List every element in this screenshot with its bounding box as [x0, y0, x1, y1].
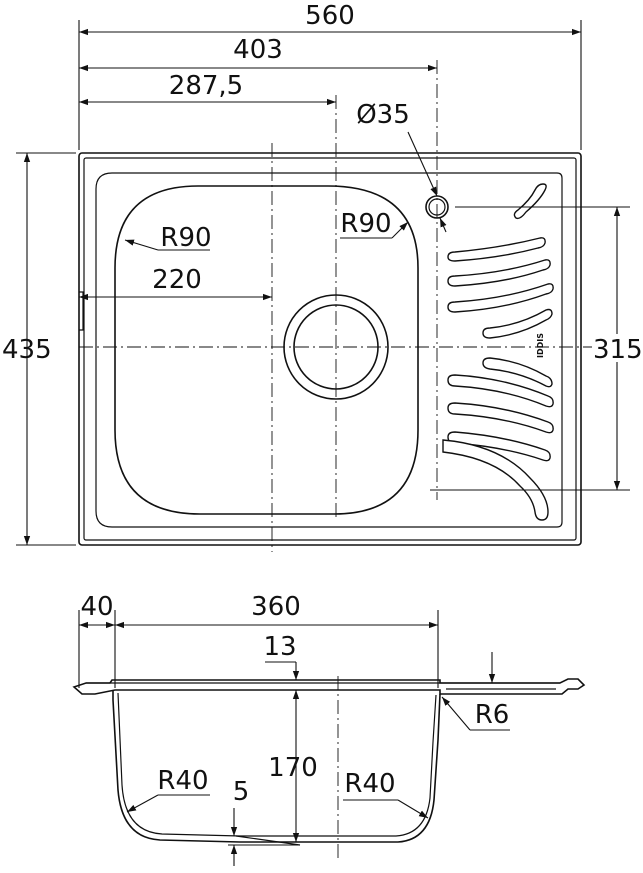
dim-560-label: 560 — [305, 1, 355, 31]
dim-287-label: 287,5 — [169, 71, 243, 101]
dim-d35-leader — [407, 131, 438, 197]
r6-leader — [441, 696, 471, 731]
sink-outer-outline — [78, 152, 582, 546]
dim-170-label: 170 — [268, 753, 318, 783]
dim-315-bg — [592, 334, 642, 362]
bowl-section-outer — [112, 690, 441, 843]
top-view: IDDIS 560 403 287,5 Ø35 R90 — [2, 1, 643, 552]
dim-13-label: 13 — [263, 632, 296, 662]
dim-d35-label: Ø35 — [356, 100, 410, 130]
rim-notch — [79, 291, 84, 331]
brand-mark: IDDIS — [536, 333, 545, 358]
r40-right-leader — [397, 799, 429, 819]
r90-left-label: R90 — [160, 223, 211, 253]
side-view: 40 360 13 170 5 R40 R40 R6 — [72, 592, 586, 866]
dim-d35-leader-2 — [439, 217, 447, 233]
r6-label: R6 — [475, 700, 510, 730]
r90-right-label: R90 — [340, 209, 391, 239]
r40-left-label: R40 — [157, 766, 208, 796]
dim-5-label: 5 — [233, 777, 250, 807]
r90-left-leader — [124, 239, 159, 251]
sink-rim-outline — [83, 157, 577, 541]
flange-outline — [72, 678, 586, 695]
dim-403-label: 403 — [233, 35, 283, 65]
sink-deck-outline — [95, 172, 563, 528]
dim-40-label: 40 — [80, 592, 113, 622]
drain-bottom-slope — [235, 835, 301, 846]
dim-435-label: 435 — [2, 335, 52, 365]
dim-315-label: 315 — [593, 335, 643, 365]
r40-right-label: R40 — [344, 769, 395, 799]
drainboard-slots — [442, 183, 554, 521]
r40-left-leader — [126, 794, 159, 813]
dim-220-label: 220 — [152, 265, 202, 295]
dim-360-label: 360 — [251, 592, 301, 622]
r90-right-leader — [391, 221, 409, 239]
